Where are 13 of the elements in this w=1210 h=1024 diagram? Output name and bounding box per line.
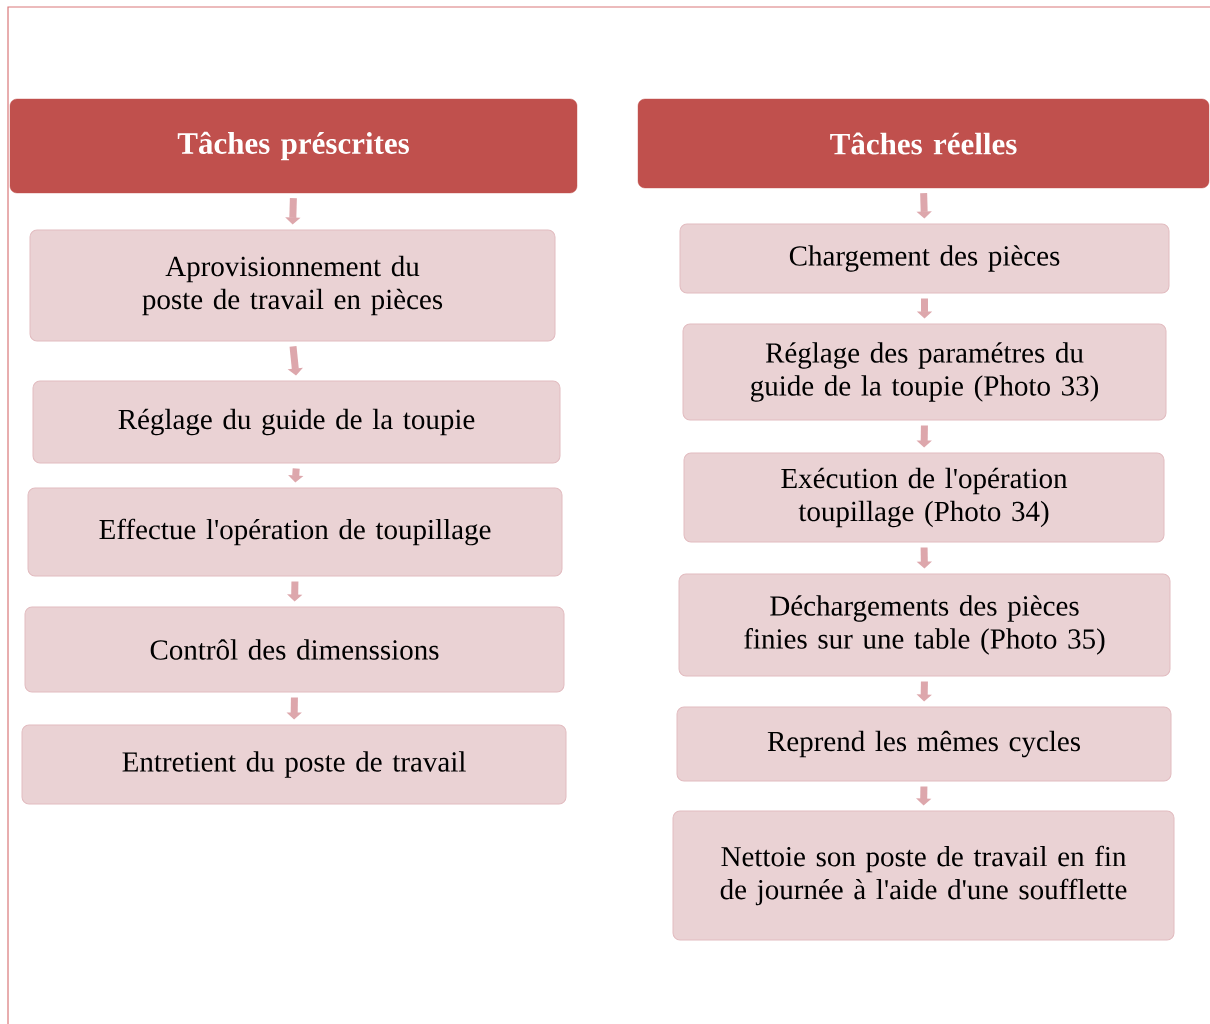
process-box: Déchargements des pièces finies sur une table (Photo 35): [678, 573, 1171, 677]
process-box: Contrôl des dimenssions: [24, 606, 565, 693]
process-box: Exécution de l'opération toupillage (Photo 34): [683, 452, 1165, 543]
process-box: Reprend les mêmes cycles: [676, 706, 1172, 782]
process-box: Chargement des pièces: [679, 223, 1170, 294]
process-box: Nettoie son poste de travail en fin de journée à l'aide d'une soufflette: [672, 810, 1175, 941]
process-box: Effectue l'opération de toupillage: [27, 487, 563, 577]
process-box: Réglage des paramétres du guide de la toupie (Photo 33): [682, 323, 1167, 421]
process-box: Réglage du guide de la toupie: [32, 380, 561, 464]
process-box: Aprovisionnement du poste de travail en pièces: [29, 229, 556, 342]
process-box: Entretient du poste de travail: [21, 724, 567, 805]
header-box: Tâches préscrites: [9, 98, 578, 194]
header-box: Tâches réelles: [637, 98, 1210, 189]
